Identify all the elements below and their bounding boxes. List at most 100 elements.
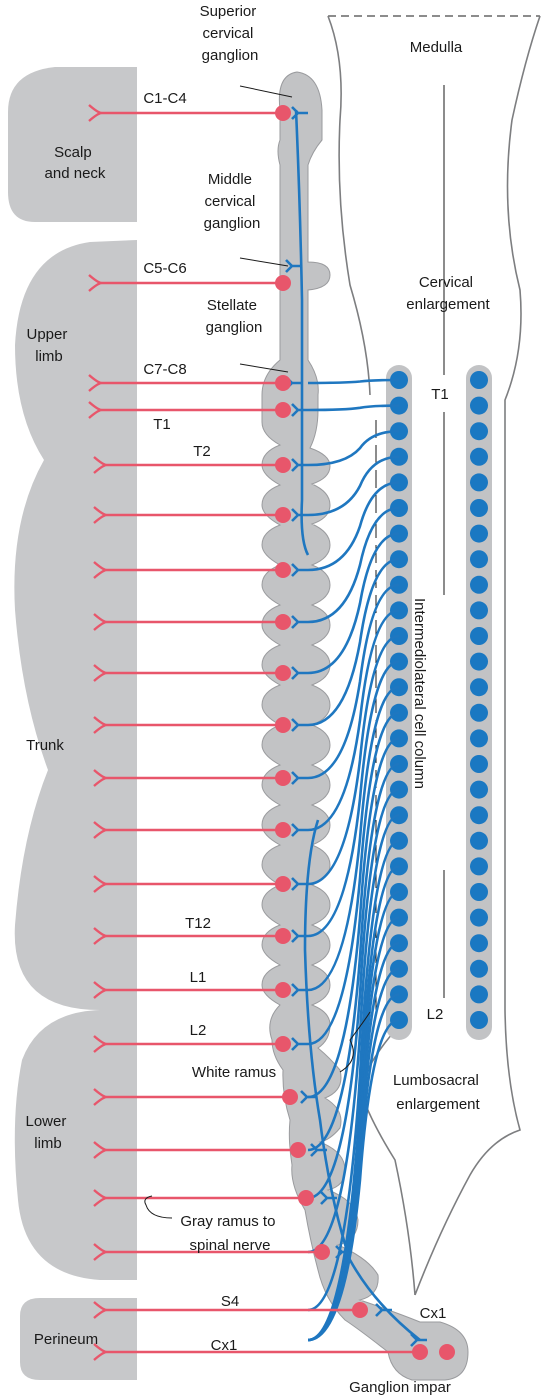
nerve-label-c5-c6: C5-C6 — [143, 260, 186, 277]
postganglionic-nerve-14-ganglion-cell — [275, 928, 291, 944]
region-scalp-line1: Scalp — [54, 144, 92, 161]
preganglionic-fibers — [285, 106, 427, 1347]
postganglionic-nerve-21-ending — [93, 1301, 107, 1319]
synapse-fork-15 — [291, 983, 308, 997]
column-neuron-right-9 — [470, 575, 488, 594]
lumbosacral-line2: enlargement — [396, 1096, 480, 1113]
column-neuron-right-13 — [470, 678, 488, 697]
nerve-label-s4: S4 — [221, 1293, 239, 1310]
superior-line3: ganglion — [202, 47, 259, 64]
white-ramus-fiber-11 — [307, 634, 400, 886]
column-neuron-right-22 — [470, 908, 488, 927]
gray-ramus-line2: spinal nerve — [190, 1237, 271, 1254]
column-neuron-right-18 — [470, 806, 488, 825]
leader-middle — [239, 257, 289, 267]
postganglionic-nerve-11-ending — [93, 769, 107, 787]
column-neuron-right-12 — [470, 652, 488, 671]
region-upper-line1: Upper — [26, 326, 67, 343]
column-neuron-right-26 — [470, 1011, 488, 1029]
postganglionic-nerve-5-ganglion-cell — [275, 457, 291, 473]
synapse-fork-22 — [410, 1333, 427, 1347]
synapse-fork-2 — [285, 259, 302, 273]
leader-superior — [239, 85, 293, 98]
postganglionic-nerve-18-ending — [93, 1141, 107, 1159]
postganglionic-nerve-22-ganglion-cell — [412, 1344, 428, 1360]
white-ramus-fiber-26 — [307, 1018, 400, 1342]
region-lower-line1: Lower — [25, 1113, 66, 1130]
white-ramus-fiber-18 — [307, 813, 400, 1254]
ascending-preganglionic-trunk — [294, 109, 310, 556]
spinal-cord — [327, 15, 541, 1296]
white-ramus-fiber-3 — [307, 429, 400, 467]
label-superior-cervical-ganglion: Superior cervical ganglion — [200, 3, 261, 64]
region-scalp-neck — [8, 67, 137, 222]
postganglionic-nerve-15-ending — [93, 981, 107, 999]
white-ramus-fiber-8 — [307, 557, 400, 727]
cord-left-edge — [327, 15, 371, 396]
white-ramus-fiber-13 — [307, 685, 400, 992]
synapse-fork-21 — [375, 1303, 392, 1317]
middle-line2: cervical — [204, 193, 255, 210]
region-perineum — [20, 1298, 137, 1380]
postganglionic-nerve-19-ganglion-cell — [298, 1190, 314, 1206]
column-neuron-right-1 — [470, 371, 488, 389]
synapse-fork-9 — [291, 666, 308, 680]
white-ramus-fiber-4 — [307, 455, 400, 517]
column-neuron-right-15 — [470, 729, 488, 748]
postganglionic-nerve-11-ganglion-cell — [275, 770, 291, 786]
postganglionic-nerve-7-ending — [93, 561, 107, 579]
label-cord-l2: L2 — [427, 1006, 444, 1023]
column-neuron-right-5 — [470, 473, 488, 492]
column-neuron-right-11 — [470, 627, 488, 645]
synapse-fork-5 — [291, 458, 308, 472]
label-gray-ramus: Gray ramus to spinal nerve — [180, 1213, 279, 1254]
white-ramus-fiber-19 — [307, 839, 400, 1312]
postganglionic-nerve-4-ending — [88, 401, 102, 419]
postganglionic-nerve-10-ending — [93, 716, 107, 734]
white-ramus-fiber-6 — [307, 506, 400, 624]
ganglion-impar-cell-2 — [439, 1344, 455, 1360]
column-neuron-right-21 — [470, 883, 488, 901]
postganglionic-nerve-6-ganglion-cell — [275, 507, 291, 523]
column-neuron-right-19 — [470, 831, 488, 850]
postganglionic-nerve-18-ganglion-cell — [290, 1142, 306, 1158]
white-ramus-fiber-12 — [307, 660, 400, 938]
postganglionic-nerve-20-ending — [93, 1243, 107, 1261]
synapse-fork-12 — [291, 823, 308, 837]
postganglionic-nerve-6-ending — [93, 506, 107, 524]
postganglionic-nerve-1-ending — [88, 104, 102, 122]
descending-preganglionic-trunk — [303, 819, 421, 1342]
column-neuron-right-6 — [470, 499, 488, 517]
postganglionic-nerve-20-ganglion-cell — [314, 1244, 330, 1260]
postganglionic-nerve-8-ganglion-cell — [275, 614, 291, 630]
white-ramus-fiber-14 — [307, 711, 400, 1046]
column-neuron-right-23 — [470, 934, 488, 953]
white-ramus-fiber-15 — [307, 737, 400, 1099]
postganglionic-nerve-17-ganglion-cell — [282, 1089, 298, 1105]
superior-line1: Superior — [200, 3, 257, 20]
postganglionic-nerve-2-ganglion-cell — [275, 275, 291, 291]
postganglionic-nerve-7-ganglion-cell — [275, 562, 291, 578]
nerve-label-c1-c4: C1-C4 — [143, 90, 186, 107]
label-middle-cervical-ganglion: Middle cervical ganglion — [204, 171, 261, 232]
stellate-line1: Stellate — [207, 297, 257, 314]
nerve-label-t12: T12 — [185, 915, 211, 932]
region-label-upper-limb: Upper limb — [26, 326, 71, 365]
postganglionic-nerve-5-ending — [93, 456, 107, 474]
region-label-perineum: Perineum — [34, 1331, 98, 1348]
nerve-label-t2: T2 — [193, 443, 211, 460]
gray-ramus-line1: Gray ramus to — [180, 1213, 275, 1230]
white-ramus-fiber-16 — [307, 762, 400, 1152]
cervical-enl-line1: Cervical — [419, 274, 473, 291]
label-ganglion-impar: Ganglion impar — [349, 1379, 451, 1396]
column-neuron-right-4 — [470, 447, 488, 466]
white-ramus-fiber-17 — [307, 788, 400, 1200]
postganglionic-nerve-1-ganglion-cell — [275, 105, 291, 121]
postganglionic-nerves — [88, 104, 455, 1361]
postganglionic-nerve-9-ending — [93, 664, 107, 682]
body-regions — [8, 67, 137, 1380]
synapse-fork-6 — [291, 508, 308, 522]
column-neuron-right-3 — [470, 422, 488, 441]
column-neuron-right-17 — [470, 780, 488, 799]
